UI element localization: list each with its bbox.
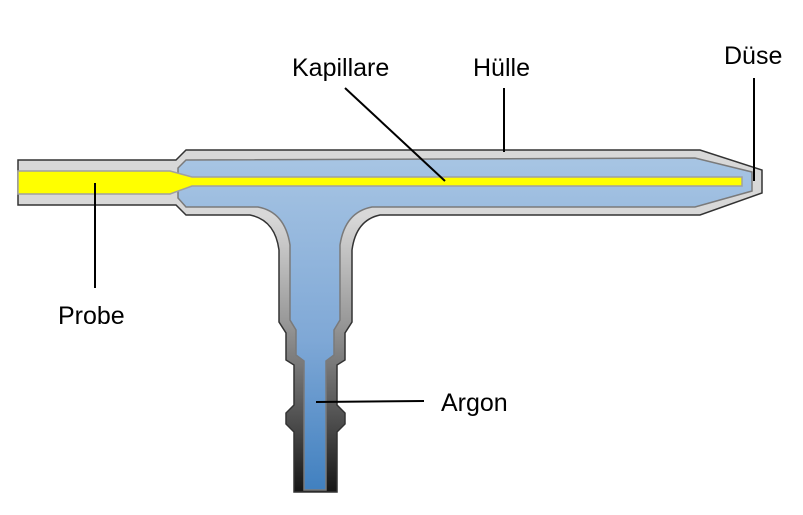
capillary: [17, 170, 743, 195]
leader-kapillare: [344, 87, 446, 182]
label-argon: Argon: [441, 389, 508, 417]
label-huelle: Hülle: [473, 54, 530, 82]
label-probe: Probe: [58, 302, 125, 330]
label-duese: Düse: [724, 42, 782, 70]
label-kapillare: Kapillare: [292, 54, 389, 82]
gas-chamber: [177, 157, 753, 491]
leader-argon: [315, 400, 425, 403]
